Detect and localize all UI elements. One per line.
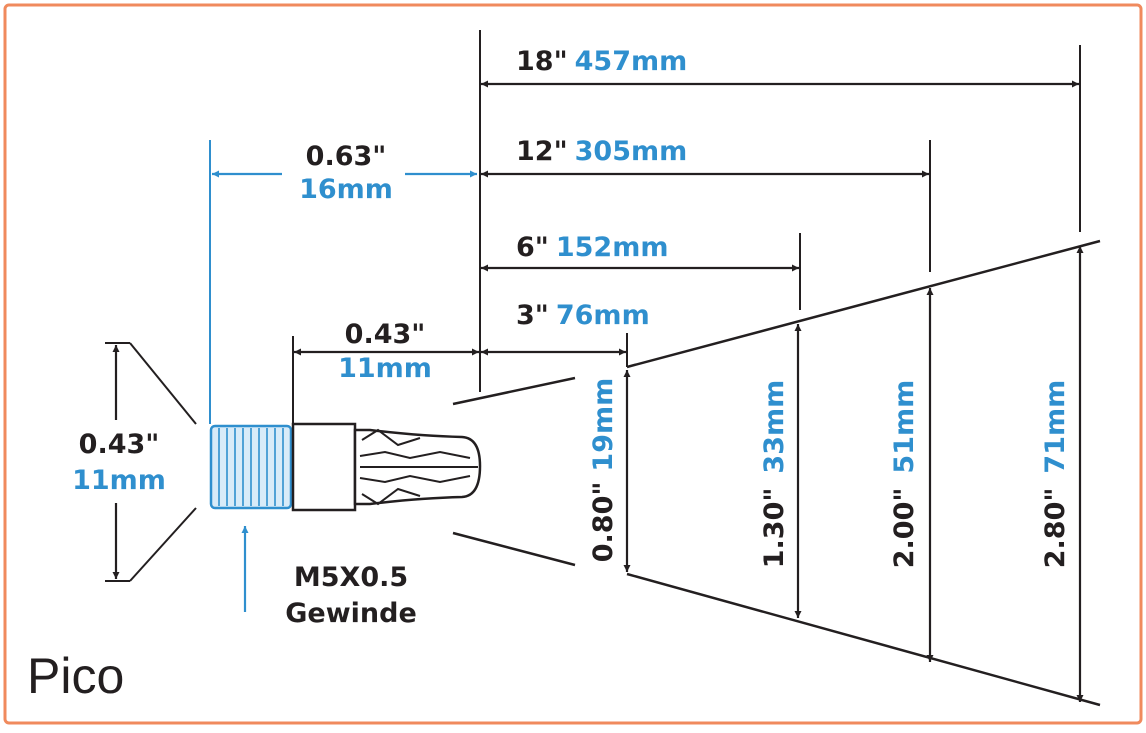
dim-label-16-in: 0.63": [306, 141, 387, 172]
product-title: Pico: [27, 648, 124, 704]
dim-label-305: 12"305mm: [516, 136, 687, 167]
dimension-arrows-blue: [212, 170, 477, 612]
nozzle: [209, 422, 482, 512]
dim-label-11h-in: 0.43": [345, 319, 426, 350]
nozzle-body: [291, 422, 357, 512]
dimension-arrows: [112, 80, 1084, 702]
width-label-33: 1.30"33mm: [759, 380, 790, 569]
width-label-71: 2.80"71mm: [1040, 380, 1071, 569]
thread-label-line2: Gewinde: [285, 598, 417, 629]
extension-lines: [105, 30, 1081, 582]
dim-label-11h-mm: 11mm: [338, 353, 432, 384]
thread-label-line1: M5X0.5: [294, 562, 408, 593]
dim-label-76: 3"76mm: [516, 300, 650, 331]
thread-ridges: [218, 428, 284, 506]
tip-slots: [359, 428, 478, 506]
dim-label-11v-mm: 11mm: [72, 465, 166, 496]
spray-cone: [452, 239, 1101, 707]
dim-label-457: 18"457mm: [516, 46, 687, 77]
width-label-19: 0.80"19mm: [588, 378, 619, 563]
outer-frame: [3, 3, 1143, 725]
dim-label-11v-in: 0.43": [79, 429, 160, 460]
width-label-51: 2.00"51mm: [889, 380, 920, 569]
dim-label-152: 6"152mm: [516, 232, 669, 263]
dim-label-16-mm: 16mm: [299, 174, 393, 205]
